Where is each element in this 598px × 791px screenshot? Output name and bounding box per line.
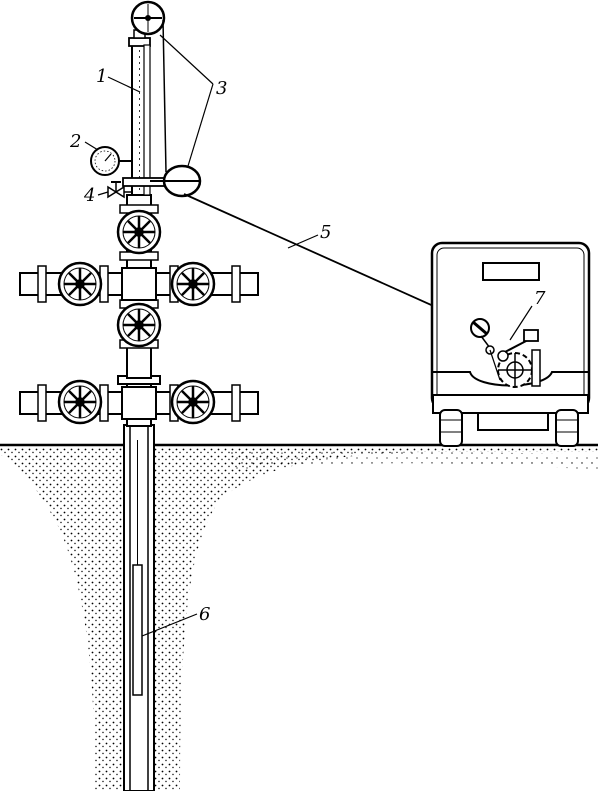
lubricator bbox=[122, 29, 174, 196]
downhole-instrument bbox=[132, 440, 143, 696]
label-2: 2 bbox=[69, 131, 81, 152]
label-7: 7 bbox=[534, 288, 546, 309]
label-3: 3 bbox=[216, 78, 227, 99]
master-valve-lower-wheel bbox=[116, 302, 162, 348]
label-5: 5 bbox=[320, 222, 331, 243]
wing-valve-lower-right-wheel bbox=[170, 379, 216, 425]
master-valve-top-wheel bbox=[116, 209, 162, 255]
cable-vertical bbox=[162, 19, 167, 173]
leader-lines bbox=[84, 34, 533, 637]
wing-valve-lower-left-wheel bbox=[57, 379, 103, 425]
cable-5 bbox=[183, 193, 479, 327]
label-6: 6 bbox=[199, 604, 210, 625]
lower-sheave bbox=[150, 164, 202, 198]
logging-truck bbox=[430, 241, 591, 447]
soil-stipple bbox=[0, 447, 598, 791]
wing-valve-upper-right-wheel bbox=[170, 261, 216, 307]
pressure-gauge bbox=[90, 146, 132, 176]
top-sheave bbox=[130, 0, 166, 36]
label-4: 4 bbox=[83, 185, 95, 206]
wing-valve-upper-left-wheel bbox=[57, 261, 103, 307]
label-1: 1 bbox=[96, 66, 107, 87]
